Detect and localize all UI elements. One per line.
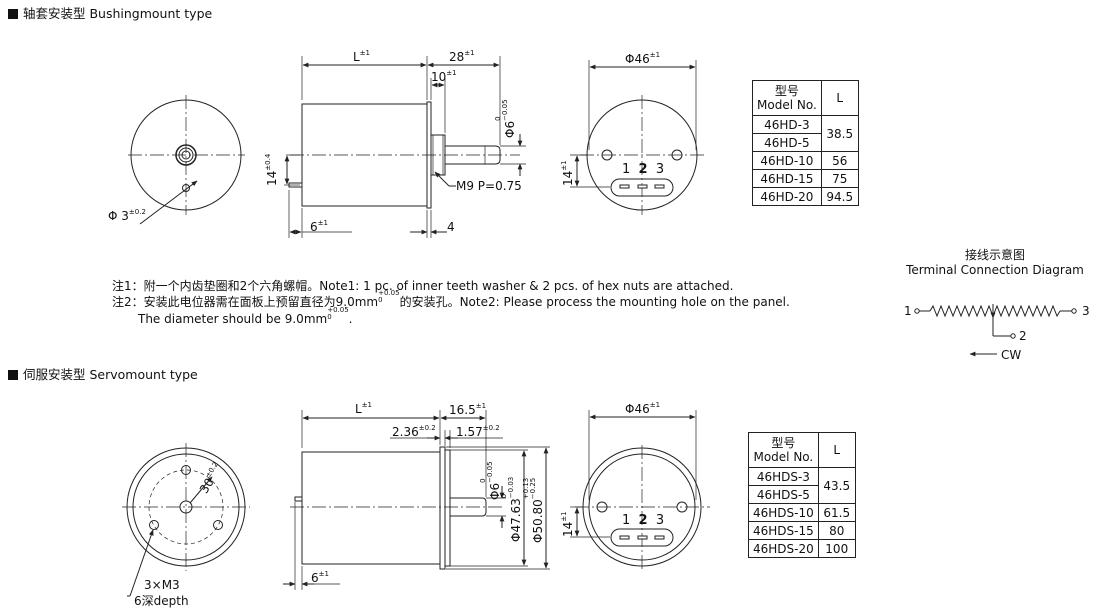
table-cell-L: 43.5 xyxy=(817,467,856,504)
servo-front-view xyxy=(122,443,250,597)
table-cell-L: 80 xyxy=(817,521,856,540)
servo-dim-phi46: Φ46±1 xyxy=(625,401,661,417)
servo-dim-L: L±1 xyxy=(355,401,373,417)
section-marker-square xyxy=(8,9,18,19)
bushing-dim-4: 4 xyxy=(447,220,455,234)
table-cell-model: 46HD-15 xyxy=(752,169,822,188)
section-label: 伺服安装型 Servomount type xyxy=(23,367,198,382)
servo-dim-depth: 6深depth xyxy=(134,594,189,608)
table-cell-model: 46HDS-20 xyxy=(748,539,819,558)
table-header-L: L xyxy=(820,80,859,116)
table-cell-L: 56 xyxy=(820,151,859,170)
table-row: 46HD-3 38.5 xyxy=(752,115,859,152)
section-label: 轴套安装型 Bushingmount type xyxy=(23,6,213,21)
servo-dim-phi50-80: Φ50.80+0.13−0.25 xyxy=(522,477,545,543)
note-1: 注1：附一个内齿垫圈和2个六角螺帽。Note1: 1 pc. of inner … xyxy=(112,279,734,293)
table-cell-L: 94.5 xyxy=(820,187,859,206)
table-cell-L: 100 xyxy=(817,539,856,558)
table-row: 46HDS-20 100 xyxy=(748,539,856,558)
bushing-dim-14: 14±0.4 xyxy=(264,153,279,186)
table-cell-model: 46HDS-10 xyxy=(748,503,819,522)
bushing-dim-phi6: Φ60−0.05 xyxy=(494,99,517,138)
terminal-diagram-graphic xyxy=(914,304,1077,357)
section-marker-square xyxy=(8,370,18,380)
table-cell-model: 46HD-20 xyxy=(752,187,822,206)
bushing-pin-labels: 1 2 3 xyxy=(622,162,665,177)
terminal-pin-2: 2 xyxy=(1019,329,1027,343)
table-cell-model: 46HDS-3 xyxy=(748,467,819,486)
table-row: 46HD-15 75 xyxy=(752,169,859,188)
bushing-dim-28: 28±1 xyxy=(449,49,475,65)
servo-side-view xyxy=(283,410,550,590)
servo-dim-6: 6±1 xyxy=(311,570,329,586)
table-cell-model: 46HD-10 xyxy=(752,151,822,170)
bushing-dim-L: L±1 xyxy=(353,49,371,65)
bushing-front-view xyxy=(128,95,245,225)
table-row: 46HDS-10 61.5 xyxy=(748,503,856,522)
section-heading-bushing: 轴套安装型 Bushingmount type xyxy=(8,3,212,22)
servo-back-view xyxy=(570,410,710,570)
bushing-back-view xyxy=(570,60,705,215)
servo-dim-1-57: 1.57±0.2 xyxy=(456,424,500,440)
table-cell-L: 75 xyxy=(820,169,859,188)
table-cell-model: 46HD-3 xyxy=(752,115,822,134)
table-row: 46HD-10 56 xyxy=(752,151,859,170)
table-row: 46HDS-15 80 xyxy=(748,521,856,540)
table-cell-L: 38.5 xyxy=(820,115,859,152)
bushing-dim-14b: 14±1 xyxy=(560,160,575,186)
table-row: 46HD-20 94.5 xyxy=(752,187,859,206)
table-cell-L: 61.5 xyxy=(817,503,856,522)
servo-pin-labels: 1 2 3 xyxy=(622,513,665,528)
table-header-L: L xyxy=(817,432,856,468)
bushing-dim-phi46: Φ46±1 xyxy=(625,51,661,67)
terminal-pin-3: 3 xyxy=(1082,304,1090,318)
table-cell-model: 46HDS-5 xyxy=(748,485,819,504)
servo-dim-16-5: 16.5±1 xyxy=(449,402,487,418)
bushing-dim-m9: M9 P=0.75 xyxy=(456,179,522,193)
table-row: 46HDS-5 xyxy=(748,485,856,504)
bushing-dim-10: 10±1 xyxy=(431,69,457,85)
table-cell-model: 46HD-5 xyxy=(752,133,822,152)
table-cell-model: 46HDS-15 xyxy=(748,521,819,540)
terminal-pin-1: 1 xyxy=(904,304,912,318)
servo-dim-m3: 3×M3 xyxy=(144,578,180,592)
bushing-dim-6: 6±1 xyxy=(310,219,328,235)
servo-dim-2-36: 2.36±0.2 xyxy=(392,424,436,440)
bushing-dim-phi3: Φ 3±0.2 xyxy=(108,208,146,224)
table-row: 46HDS-3 43.5 xyxy=(748,467,856,504)
servo-dim-14: 14±1 xyxy=(560,511,575,537)
section-heading-servo: 伺服安装型 Servomount type xyxy=(8,364,198,383)
bushing-side-view xyxy=(284,56,526,238)
terminal-cw: CW xyxy=(1001,348,1022,362)
